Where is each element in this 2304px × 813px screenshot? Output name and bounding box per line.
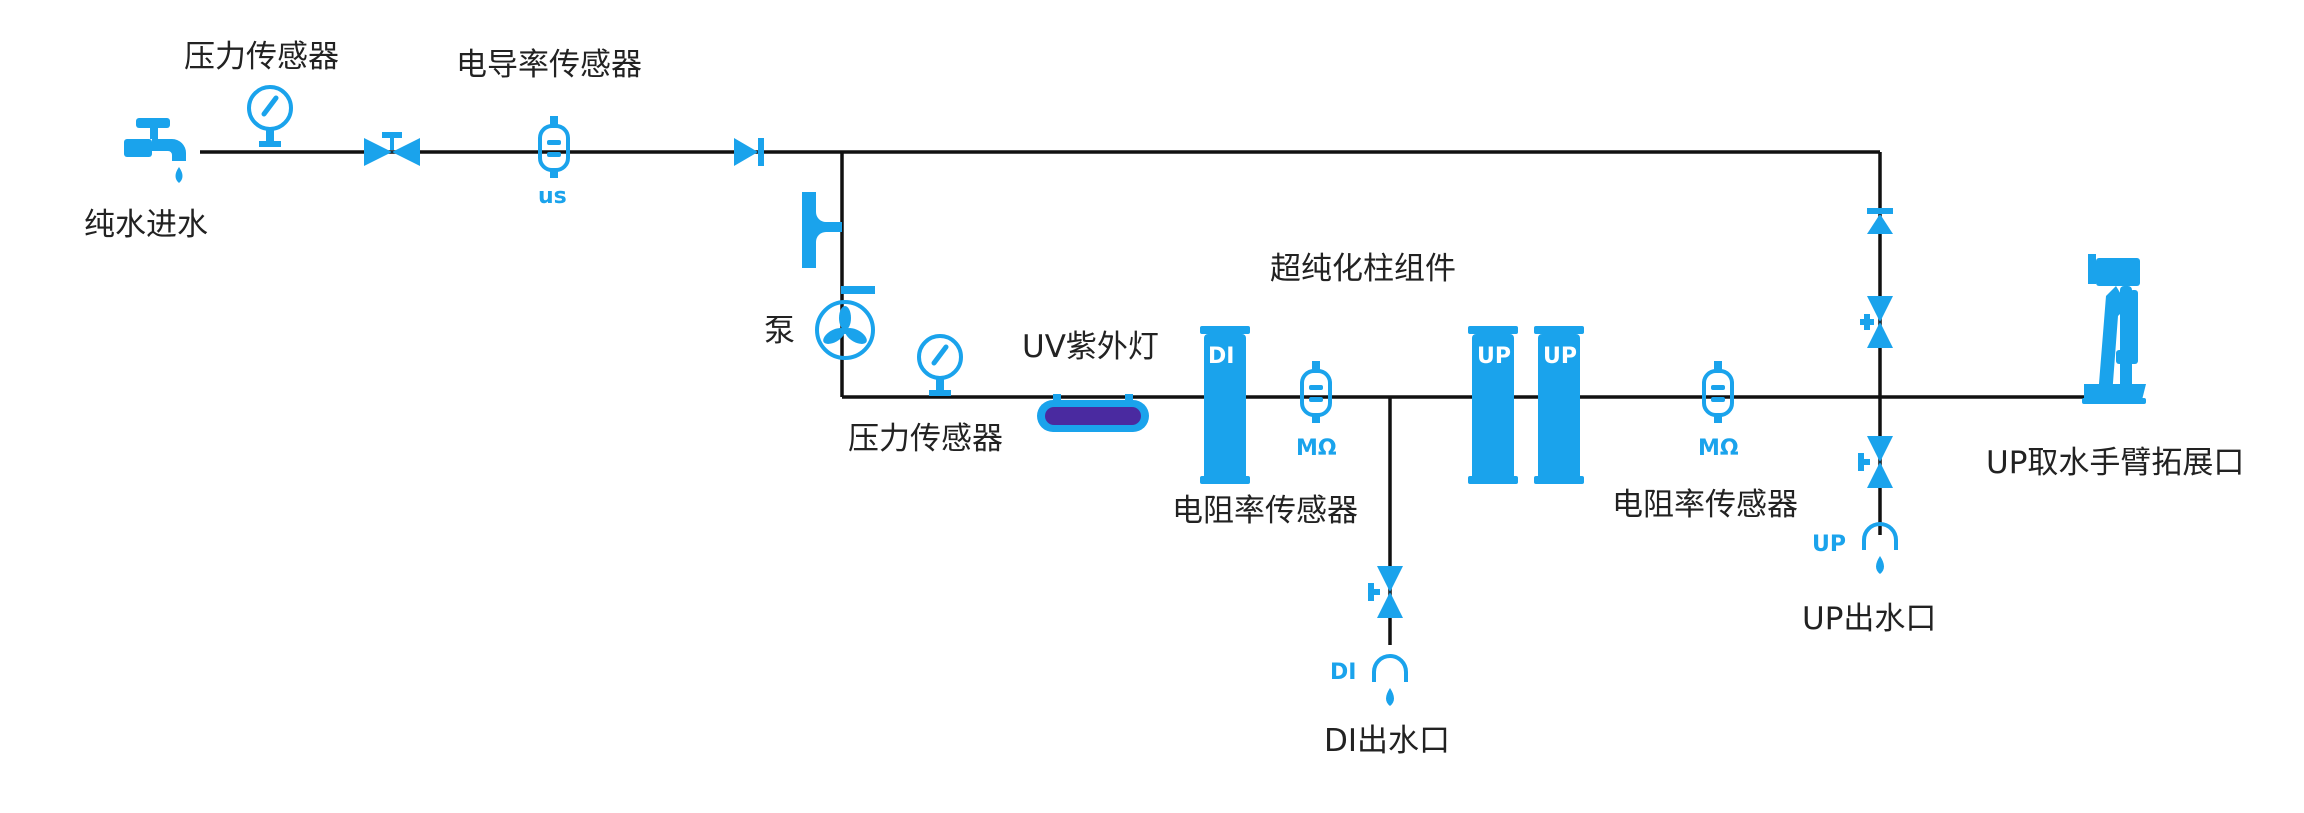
label-resistivity-sensor-2: 电阻率传感器 bbox=[1612, 487, 1798, 523]
valve-icon bbox=[364, 132, 420, 166]
pressure-gauge-icon bbox=[247, 85, 293, 147]
outlet-spout-icon bbox=[1372, 654, 1408, 706]
label-uv-lamp: UV紫外灯 bbox=[1022, 329, 1159, 365]
valve-icon bbox=[1858, 436, 1893, 488]
column-cartridge-icon bbox=[1534, 326, 1584, 484]
label-ultrapure-column-assembly: 超纯化柱组件 bbox=[1270, 251, 1456, 287]
pressure-gauge-icon bbox=[917, 334, 963, 396]
pump-inlet-valve-icon bbox=[802, 192, 842, 268]
label-di-outlet: DI出水口 bbox=[1324, 723, 1451, 759]
pump-fan-icon bbox=[815, 286, 875, 360]
valve-icon bbox=[1368, 566, 1403, 618]
label-pressure-sensor-bottom: 压力传感器 bbox=[848, 421, 1003, 457]
check-valve-icon bbox=[1867, 208, 1893, 234]
tag-di-outlet: DI bbox=[1330, 660, 1357, 685]
label-pump: 泵 bbox=[764, 313, 795, 349]
sensor-probe-icon bbox=[1300, 361, 1332, 423]
tag-up-column-1: UP bbox=[1477, 344, 1511, 369]
label-pressure-sensor-top: 压力传感器 bbox=[184, 39, 339, 75]
outlet-spout-icon bbox=[1862, 522, 1898, 574]
pipes bbox=[200, 150, 2126, 645]
tag-up-column-2: UP bbox=[1543, 344, 1577, 369]
dispense-arm-icon bbox=[2082, 254, 2146, 404]
tag-di-column: DI bbox=[1208, 344, 1235, 369]
label-up-outlet: UP出水口 bbox=[1802, 601, 1937, 637]
label-conductivity-sensor: 电导率传感器 bbox=[456, 47, 642, 83]
tag-resistivity-unit-1: MΩ bbox=[1296, 436, 1337, 461]
column-cartridge-icon bbox=[1200, 326, 1250, 484]
faucet-icon bbox=[124, 118, 186, 183]
tag-conductivity-unit: us bbox=[538, 184, 567, 209]
sensor-probe-icon bbox=[538, 116, 570, 178]
valve-icon bbox=[1860, 296, 1893, 348]
label-resistivity-sensor-1: 电阻率传感器 bbox=[1172, 493, 1358, 529]
uv-lamp-icon bbox=[1037, 394, 1149, 432]
column-cartridge-icon bbox=[1468, 326, 1518, 484]
label-up-dispense-arm: UP取水手臂拓展口 bbox=[1986, 445, 2245, 481]
sensor-probe-icon bbox=[1702, 361, 1734, 423]
check-valve-icon bbox=[734, 138, 764, 166]
tag-resistivity-unit-2: MΩ bbox=[1698, 436, 1739, 461]
tag-up-outlet: UP bbox=[1812, 532, 1846, 557]
label-pure-water-inlet: 纯水进水 bbox=[84, 207, 208, 243]
